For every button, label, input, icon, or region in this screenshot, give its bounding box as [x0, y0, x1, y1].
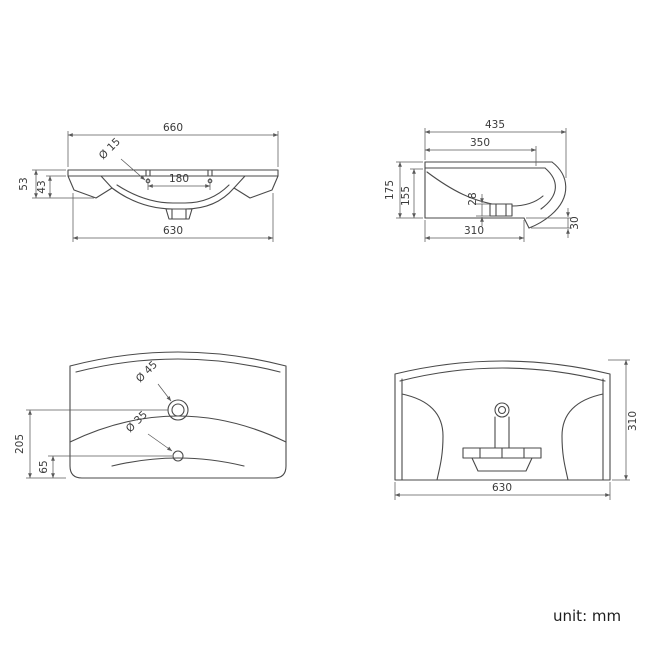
diameter-text: Ø 15 — [97, 136, 123, 162]
trap-base — [471, 457, 533, 472]
bowl-outer-curve — [111, 187, 235, 210]
dimension-text: 630 — [492, 482, 512, 494]
dim-front-lip-drop: 30 — [526, 208, 581, 238]
left-rim-cross-section — [67, 175, 113, 199]
left-leg-curve — [401, 393, 444, 481]
drain-pipe-lines — [494, 416, 510, 449]
leader-line — [120, 158, 146, 181]
front-view: 310 630 — [394, 359, 639, 500]
dimension-text: 310 — [627, 411, 639, 431]
dimension-text: 28 — [467, 192, 479, 205]
dimension-text: 435 — [485, 119, 505, 131]
leader-line — [157, 383, 172, 402]
dimension-text: 43 — [36, 180, 48, 193]
right-leg-curve — [561, 393, 604, 481]
drain-box — [165, 208, 193, 220]
dim-overflow-center-offset: 65 — [38, 455, 172, 479]
overflow-inner-circle — [497, 405, 507, 415]
dim-total-height: 175 — [384, 161, 423, 219]
dimension-text: 205 — [14, 434, 26, 454]
top-view: 205 65 Ø 45 Ø 35 — [14, 351, 287, 479]
dim-overall-depth: 435 — [424, 119, 567, 178]
dimension-text: 30 — [569, 216, 581, 229]
front-inner-bottom-curve — [511, 195, 544, 207]
bowl-front-arc — [111, 457, 245, 467]
dimension-text: 180 — [169, 173, 189, 185]
front-section-view: 660 53 43 180 630 — [18, 122, 279, 242]
front-lip-line — [523, 217, 530, 229]
dim-overall-width: 660 — [67, 122, 279, 167]
dimension-text: 660 — [163, 122, 183, 134]
dimension-text: 630 — [163, 225, 183, 237]
dim-drain-center-offset: 205 — [14, 409, 168, 479]
dimension-text: 310 — [464, 225, 484, 237]
unit-label: unit: mm — [553, 607, 621, 625]
front-outer-curve — [528, 161, 567, 229]
drain-hole-inner-circle — [171, 403, 185, 417]
trap-cover-detail — [479, 447, 525, 459]
bowl-slope-curve — [426, 171, 493, 205]
drain-trap-detail — [495, 203, 507, 217]
dim-total-height: 53 — [18, 169, 94, 199]
dim-inner-height: 43 — [36, 175, 66, 199]
dim-overall-height: 310 — [608, 359, 639, 481]
drain-trap — [489, 203, 513, 217]
right-rim-cross-section — [233, 175, 279, 199]
dimension-text: 350 — [470, 137, 490, 149]
leader-line — [147, 433, 173, 452]
overflow-hole-circle — [172, 450, 184, 462]
rim-inner-arc — [75, 358, 281, 373]
dimension-text: 175 — [384, 180, 396, 200]
side-section-view: 435 350 175 155 28 — [384, 119, 581, 242]
front-inner-arc — [399, 367, 606, 382]
basin-front-outline — [394, 360, 611, 481]
dimension-text: 53 — [18, 177, 30, 190]
faucet-hole-slots — [145, 169, 213, 177]
dim-base-width: 630 — [72, 193, 274, 242]
dim-drain-drop: 28 — [467, 192, 490, 226]
dim-hole-spacing: 180 — [147, 173, 211, 190]
overflow-outer-circle — [494, 402, 510, 418]
dimension-text: 65 — [38, 460, 50, 473]
dimension-text: 155 — [400, 186, 412, 206]
dim-rim-depth: 350 — [424, 137, 537, 166]
drain-box-detail — [171, 208, 187, 220]
front-inner-curve — [540, 167, 556, 210]
basin-plan-outline — [69, 351, 287, 479]
dim-overall-width: 630 — [394, 482, 611, 500]
dim-base-depth: 310 — [424, 220, 525, 242]
bowl-inner-curve — [116, 184, 230, 204]
dim-inner-height: 155 — [400, 168, 423, 219]
